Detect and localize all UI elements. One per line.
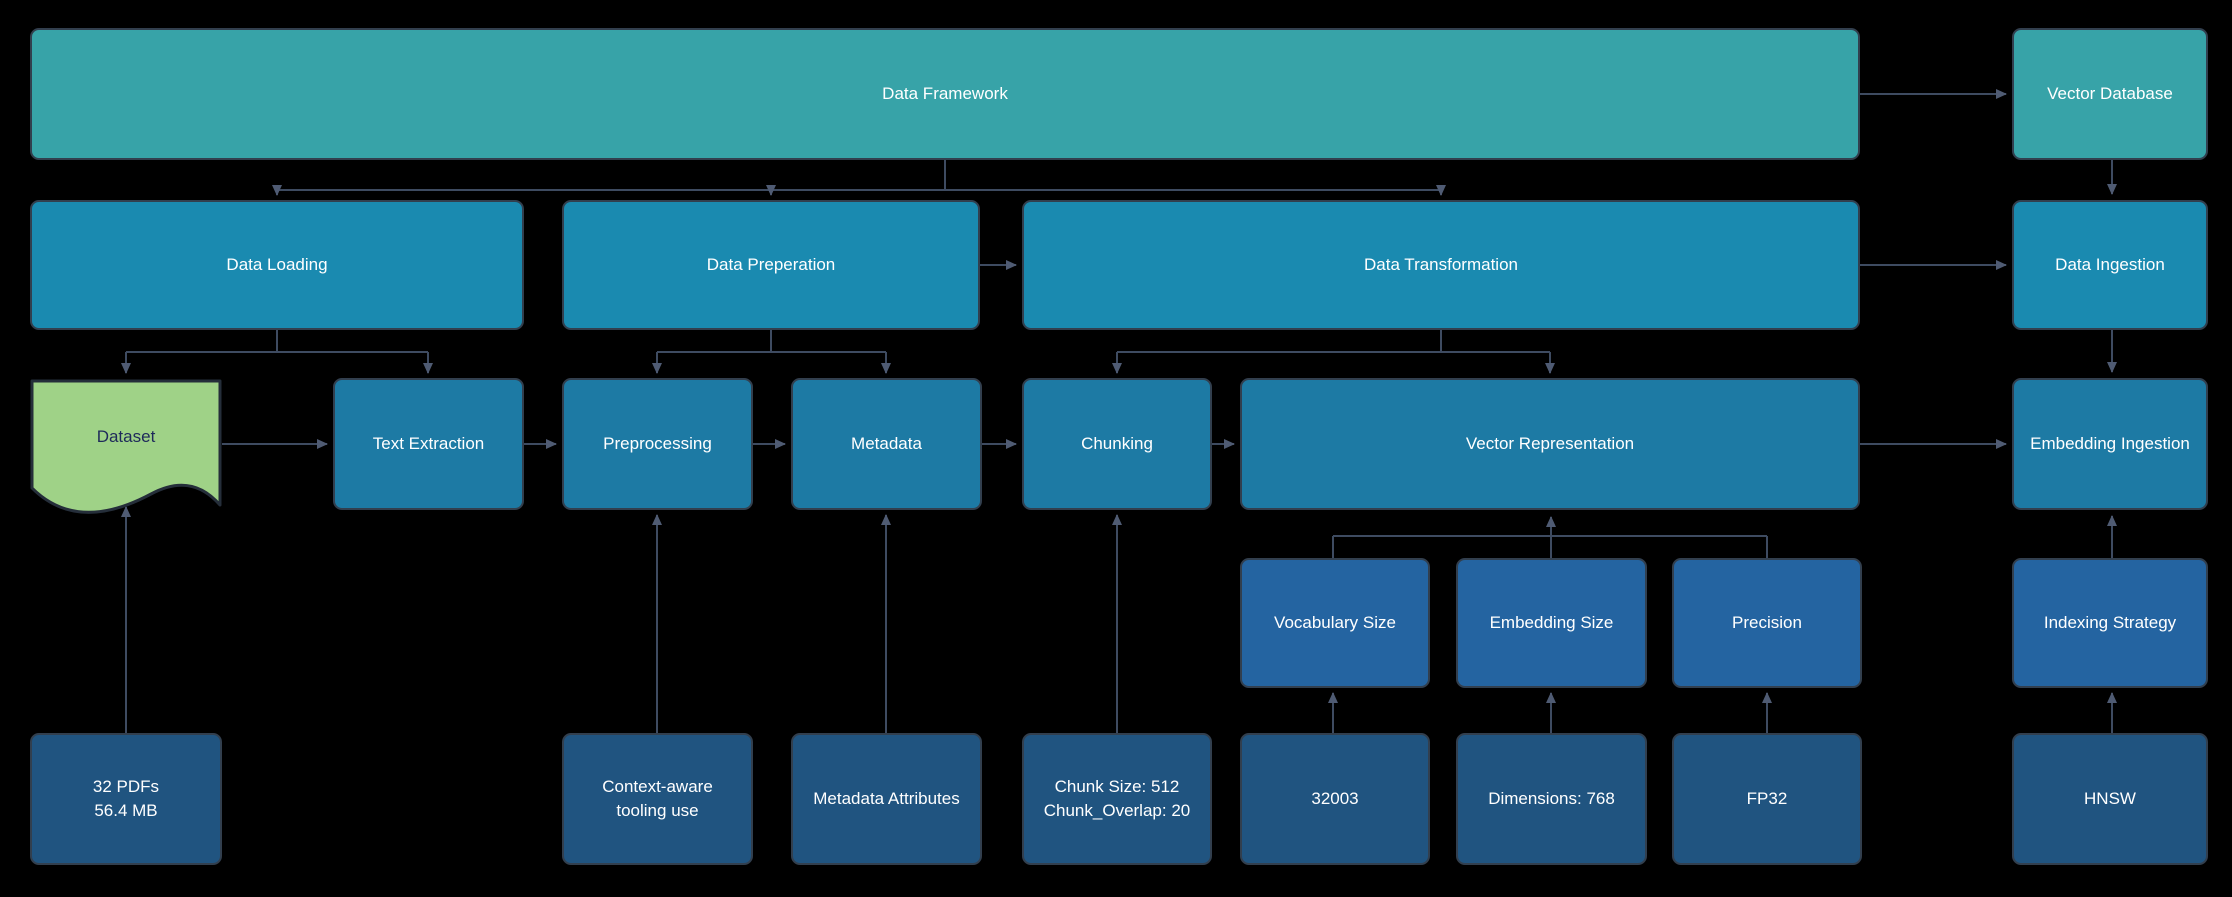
node-data-framework-label: Data Framework (882, 84, 1008, 104)
node-vocabulary-value-label: 32003 (1311, 789, 1359, 809)
node-precision-label: Precision (1732, 613, 1802, 633)
node-data-loading-label: Data Loading (226, 255, 328, 275)
node-pdf-dataset-value-label: 32 PDFs 56.4 MB (92, 777, 160, 820)
node-data-preperation[interactable]: Data Preperation (562, 200, 980, 330)
node-vector-representation[interactable]: Vector Representation (1240, 378, 1860, 510)
node-chunking[interactable]: Chunking (1022, 378, 1212, 510)
node-precision[interactable]: Precision (1672, 558, 1862, 688)
node-data-framework[interactable]: Data Framework (30, 28, 1860, 160)
node-data-transformation-label: Data Transformation (1363, 255, 1518, 275)
node-vocabulary-size-label: Vocabulary Size (1274, 613, 1396, 633)
node-vocabulary-size[interactable]: Vocabulary Size (1240, 558, 1430, 688)
node-dataset[interactable]: Dataset (30, 378, 222, 518)
node-vector-database-label: Vector Database (2047, 84, 2173, 104)
node-metadata[interactable]: Metadata (791, 378, 982, 510)
node-text-extraction-label: Text Extraction (372, 434, 485, 454)
node-data-transformation[interactable]: Data Transformation (1022, 200, 1860, 330)
node-metadata-attributes-value-label: Metadata Attributes (813, 789, 960, 809)
document-shape-icon (30, 379, 222, 514)
node-vector-representation-label: Vector Representation (1465, 434, 1635, 454)
node-metadata-attributes-value[interactable]: Metadata Attributes (791, 733, 982, 865)
node-tooling-value-label: Context-aware tooling use (602, 777, 713, 820)
node-data-preperation-label: Data Preperation (706, 255, 836, 275)
node-data-ingestion[interactable]: Data Ingestion (2012, 200, 2208, 330)
node-data-ingestion-label: Data Ingestion (2055, 255, 2165, 275)
node-embedding-size-label: Embedding Size (1489, 613, 1614, 633)
node-preprocessing[interactable]: Preprocessing (562, 378, 753, 510)
node-vector-database[interactable]: Vector Database (2012, 28, 2208, 160)
node-chunking-value[interactable]: Chunk Size: 512 Chunk_Overlap: 20 (1022, 733, 1212, 865)
node-chunking-value-label: Chunk Size: 512 Chunk_Overlap: 20 (1043, 777, 1191, 820)
node-dataset-label: Dataset (96, 427, 156, 447)
node-precision-value-label: FP32 (1746, 789, 1788, 809)
node-dimensions-value-label: Dimensions: 768 (1488, 789, 1615, 809)
node-data-loading[interactable]: Data Loading (30, 200, 524, 330)
node-dimensions-value[interactable]: Dimensions: 768 (1456, 733, 1647, 865)
node-text-extraction[interactable]: Text Extraction (333, 378, 524, 510)
node-embedding-size[interactable]: Embedding Size (1456, 558, 1647, 688)
node-indexing-strategy[interactable]: Indexing Strategy (2012, 558, 2208, 688)
node-metadata-label: Metadata (851, 434, 922, 454)
node-pdf-dataset-value[interactable]: 32 PDFs 56.4 MB (30, 733, 222, 865)
node-indexing-strategy-label: Indexing Strategy (2043, 613, 2177, 633)
node-tooling-value[interactable]: Context-aware tooling use (562, 733, 753, 865)
node-embedding-ingestion[interactable]: Embedding Ingestion (2012, 378, 2208, 510)
node-indexing-value[interactable]: HNSW (2012, 733, 2208, 865)
node-precision-value[interactable]: FP32 (1672, 733, 1862, 865)
node-vocabulary-value[interactable]: 32003 (1240, 733, 1430, 865)
node-embedding-ingestion-label: Embedding Ingestion (2030, 434, 2190, 454)
node-preprocessing-label: Preprocessing (603, 434, 712, 454)
node-chunking-label: Chunking (1081, 434, 1153, 454)
node-indexing-value-label: HNSW (2084, 789, 2136, 809)
